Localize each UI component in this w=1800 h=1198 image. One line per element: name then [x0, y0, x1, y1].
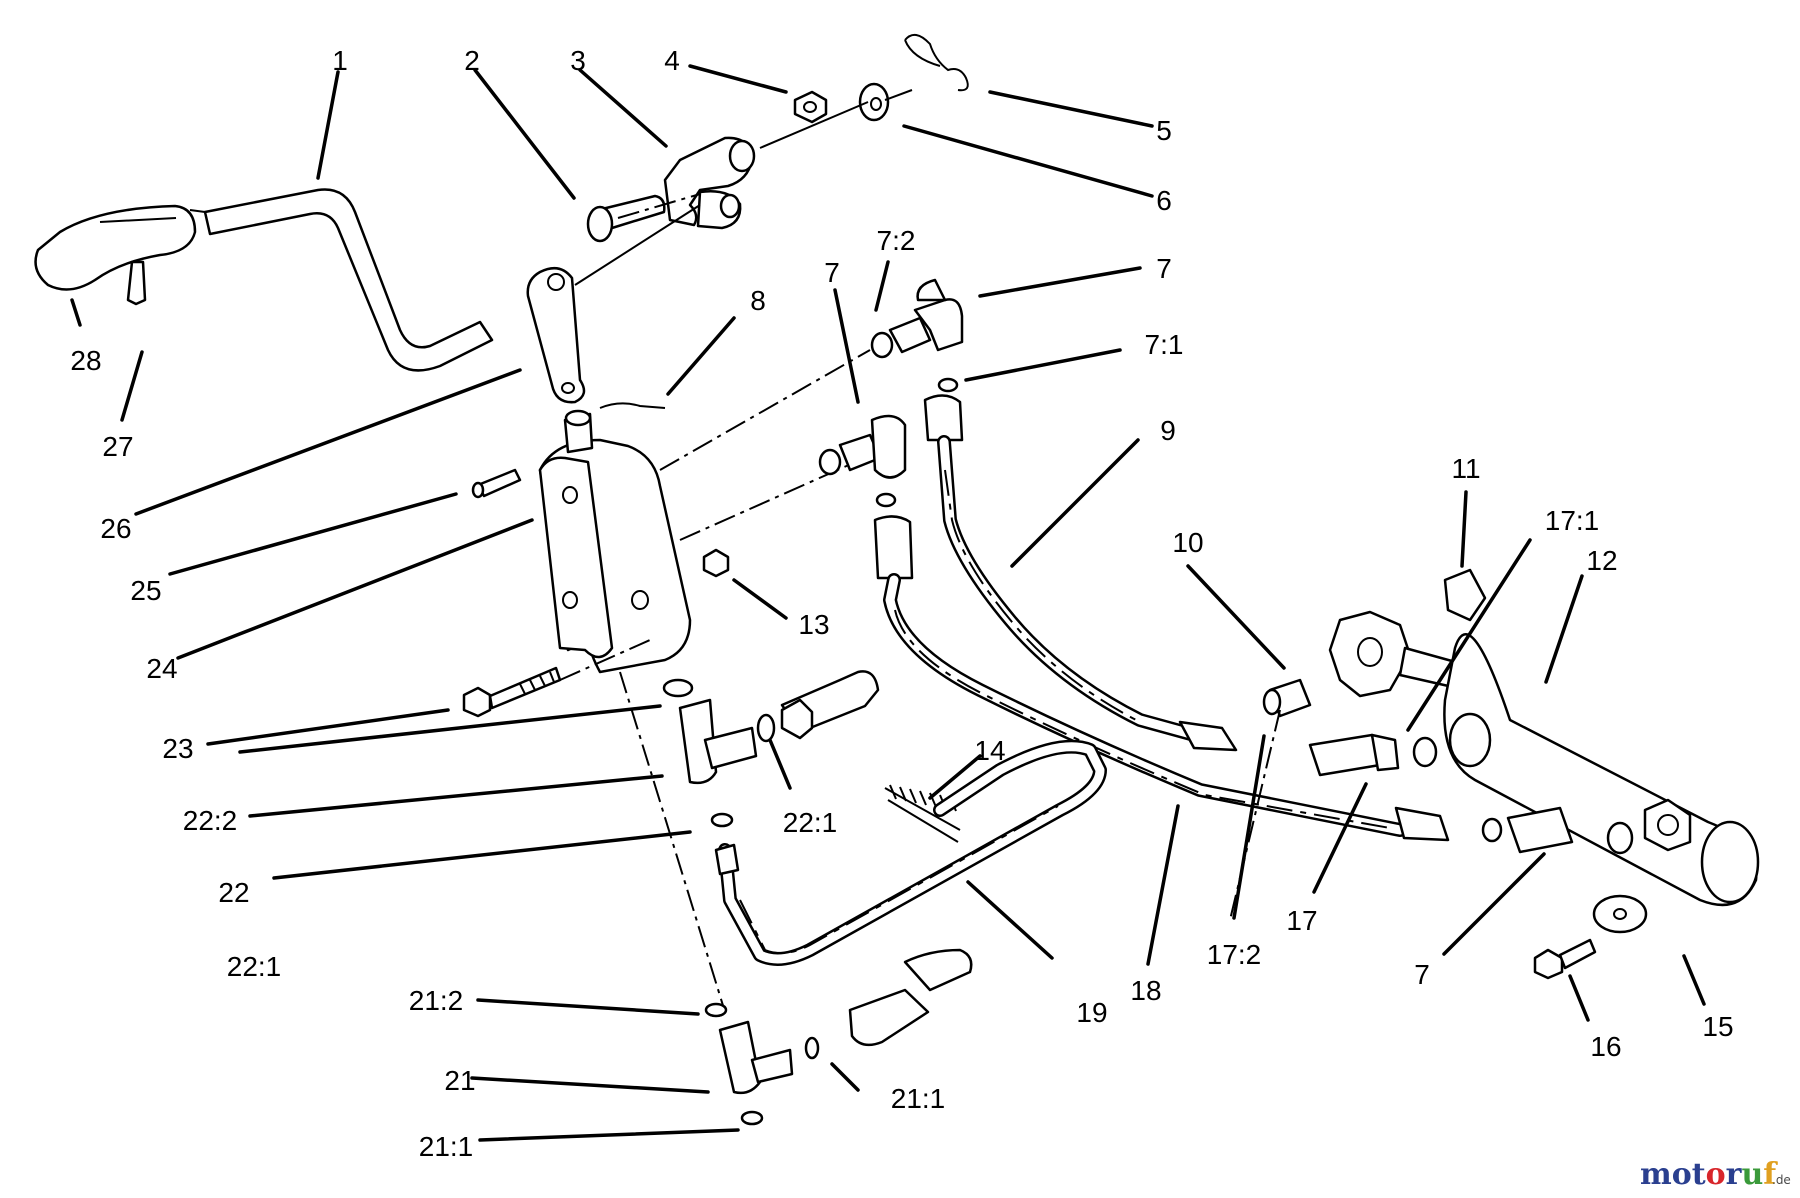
- callout-2: 2: [464, 45, 480, 76]
- upper-fittings-part: [818, 278, 964, 580]
- callout-7-lower: 7: [1414, 959, 1430, 990]
- callout-26: 26: [100, 513, 131, 544]
- callout-3: 3: [570, 45, 586, 76]
- watermark-letter: o: [1672, 1157, 1692, 1192]
- callout-22-1-right: 22:1: [783, 807, 838, 838]
- watermark-letter: t: [1692, 1157, 1706, 1192]
- callout-27: 27: [102, 431, 133, 462]
- parts-drawing: [34, 33, 1760, 1126]
- spring-and-rod-part: [714, 739, 1107, 966]
- callout-7-upper-right: 7: [1156, 253, 1172, 284]
- watermark-wordmark: motoruf: [1640, 1157, 1778, 1192]
- callout-24: 24: [146, 653, 177, 684]
- callout-22: 22: [218, 877, 249, 908]
- lower-fittings-part: [662, 670, 973, 1126]
- callout-17-1: 17:1: [1545, 505, 1600, 536]
- callout-21-1-left: 21:1: [419, 1131, 474, 1162]
- callout-9: 9: [1160, 415, 1176, 446]
- callout-21-1-right: 21:1: [891, 1083, 946, 1114]
- callout-21-2: 21:2: [409, 985, 464, 1016]
- watermark-letter: u: [1741, 1157, 1763, 1192]
- callout-6: 6: [1156, 185, 1172, 216]
- callout-5: 5: [1156, 115, 1172, 146]
- lift-cylinder-part: [1229, 568, 1760, 980]
- watermark-suffix: .de: [1772, 1173, 1791, 1187]
- callout-21: 21: [444, 1065, 475, 1096]
- leader-lines: [70, 64, 1706, 1142]
- control-valve-part: [462, 349, 871, 1013]
- callout-7-2: 7:2: [877, 225, 916, 256]
- lever-handle-part: [34, 188, 494, 372]
- callout-15: 15: [1702, 1011, 1733, 1042]
- callout-17: 17: [1286, 905, 1317, 936]
- callout-25: 25: [130, 575, 161, 606]
- callout-17-2: 17:2: [1207, 939, 1262, 970]
- watermark-letter: r: [1726, 1157, 1743, 1192]
- motoruf-watermark-logo: motoruf .de: [1640, 1157, 1791, 1192]
- callout-22-1-left: 22:1: [227, 951, 282, 982]
- callout-8: 8: [750, 285, 766, 316]
- linkage-parts: [526, 33, 969, 404]
- watermark-letter: f: [1763, 1157, 1778, 1192]
- callout-19: 19: [1076, 997, 1107, 1028]
- callout-11: 11: [1451, 453, 1480, 484]
- callout-23: 23: [162, 733, 193, 764]
- hydraulic-hoses-part: [883, 435, 1450, 842]
- callout-28: 28: [70, 345, 101, 376]
- callout-7-1: 7:1: [1145, 329, 1184, 360]
- callout-4: 4: [664, 45, 680, 76]
- callout-16: 16: [1590, 1031, 1621, 1062]
- watermark-letter: m: [1640, 1157, 1672, 1192]
- callout-labels: 1 2 3 4 5 6 7:2 7 7 7:1 8 9 10 11 17:1 1…: [70, 45, 1733, 1162]
- callout-12: 12: [1586, 545, 1617, 576]
- callout-1: 1: [332, 45, 348, 76]
- watermark-letter: o: [1706, 1157, 1726, 1192]
- callout-13: 13: [798, 609, 829, 640]
- callout-7-upper-left: 7: [824, 257, 840, 288]
- callout-22-2: 22:2: [183, 805, 238, 836]
- callout-18: 18: [1130, 975, 1161, 1006]
- callout-14: 14: [974, 735, 1005, 766]
- callout-10: 10: [1172, 527, 1203, 558]
